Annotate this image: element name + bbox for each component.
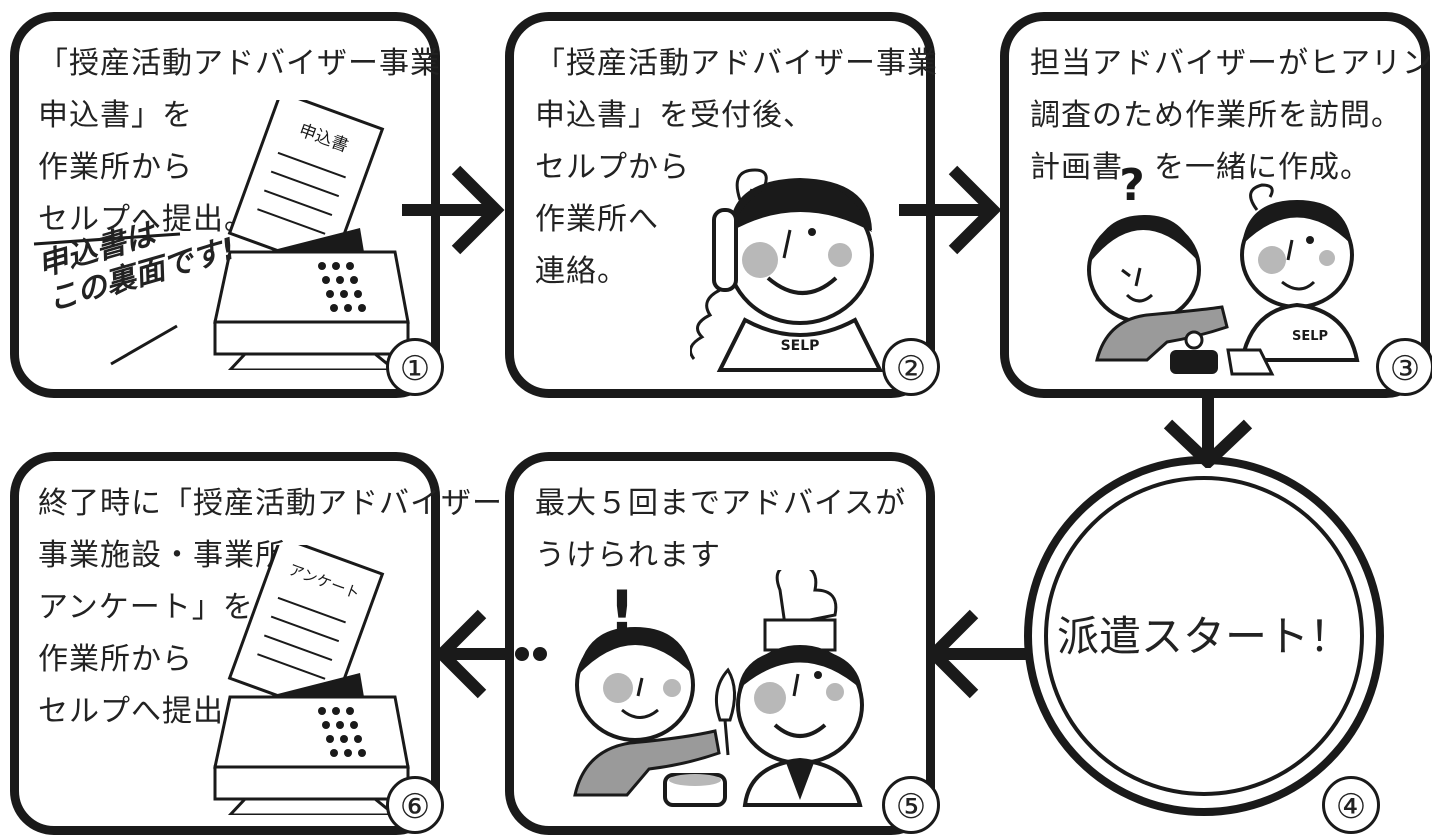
- application-document: 申込書: [227, 100, 385, 272]
- consultation-illustration: ? SELP: [1087, 160, 1360, 376]
- advice-illustration: !: [573, 570, 864, 807]
- step-2-text: 「授産活動アドバイザー事業申込書」を受付後、セルプから作業所へ連絡。: [535, 46, 938, 289]
- step-6-text: 終了時に「授産活動アドバイザー事業施設・事業所アンケート」を作業所からセルプへ提…: [38, 486, 503, 729]
- step-2-number: ②: [882, 338, 940, 396]
- fax-machine-illustration: 申込書: [213, 100, 410, 370]
- svg-text:?: ?: [1119, 160, 1145, 211]
- step-5-panel: [505, 452, 935, 835]
- step-4-number: ④: [1322, 776, 1380, 834]
- step-1-number: ①: [386, 338, 444, 396]
- step-3-text: 担当アドバイザーがヒアリング調査のため作業所を訪問。計画書 を一緒に作成。: [1030, 46, 1432, 185]
- note-underline: [110, 324, 178, 366]
- arrow-left-5: [433, 609, 547, 699]
- fax-machine-illustration: アンケート: [213, 545, 410, 815]
- arrow-right-2: [899, 165, 1002, 255]
- svg-text:SELP: SELP: [1292, 329, 1328, 344]
- step-4-circle: [1024, 456, 1384, 816]
- arrow-left-4: [925, 609, 1028, 699]
- step-1-text: 「授産活動アドバイザー事業申込書」を作業所からセルプへ提出。: [38, 46, 441, 237]
- survey-document: アンケート: [227, 545, 385, 717]
- step-6-number: ⑥: [386, 776, 444, 834]
- note-underline: [33, 232, 181, 246]
- step-3-number: ③: [1376, 338, 1432, 396]
- svg-text:SELP: SELP: [781, 338, 820, 354]
- step-4-inner-circle: [1044, 476, 1364, 796]
- step-5-text: 最大５回までアドバイスがうけられます: [535, 486, 907, 573]
- step-5-number: ⑤: [882, 776, 940, 834]
- step-3-panel: [1000, 12, 1430, 398]
- arrow-right-1: [402, 165, 505, 255]
- phone-staff-illustration: SELP: [690, 168, 884, 372]
- step-4-text: 派遣スタート！: [1056, 612, 1351, 661]
